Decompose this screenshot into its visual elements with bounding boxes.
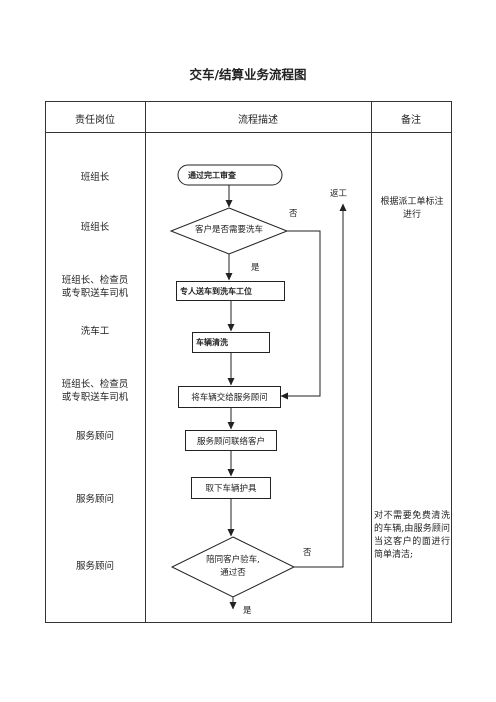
page-title: 交车/结算业务流程图 [189,67,307,82]
role-1: 班组长 [80,172,110,183]
decision-wash: 客户是否需要洗车 [194,225,263,235]
role-4: 洗车工 [80,326,110,337]
role-6: 服务顾问 [75,431,114,442]
header-note: 备注 [401,115,421,126]
label-rework: 返工 [330,189,348,199]
step-remove-protection: 取下车辆护具 [191,477,271,499]
decision-inspect: 陪同客户验车, 通过否 [206,555,260,578]
label-yes-inspect: 是 [243,606,252,616]
label-no-inspect: 否 [303,548,312,558]
step-hand-to-advisor: 将车辆交给服务顾问 [178,386,281,408]
start-terminal-shape [177,164,283,186]
step-send-to-wash: 专人送车到洗车工位 [176,281,285,301]
role-5: 班组长、检查员 或专职送车司机 [61,379,129,403]
table-grid [45,101,452,623]
step-car-wash: 车辆清洗 [192,332,270,353]
role-3: 班组长、检查员 或专职送车司机 [61,275,129,299]
note-cleaning: 对不需要免费清洗的车辆,由服务顾问当这客户的面进行简单清洁; [374,511,450,560]
label-yes-wash: 是 [251,263,260,273]
header-role: 责任岗位 [75,115,115,126]
role-8: 服务顾问 [75,561,114,572]
label-no-wash: 否 [289,209,298,219]
note-dispatch: 根据派工单标注 进行 [380,197,444,220]
start-terminal: 通过完工审查 [188,171,236,180]
step-contact-customer: 服务顾问联络客户 [185,430,277,451]
role-2: 班组长 [80,222,110,233]
role-7: 服务顾问 [75,494,114,505]
header-flow: 流程描述 [238,115,278,126]
